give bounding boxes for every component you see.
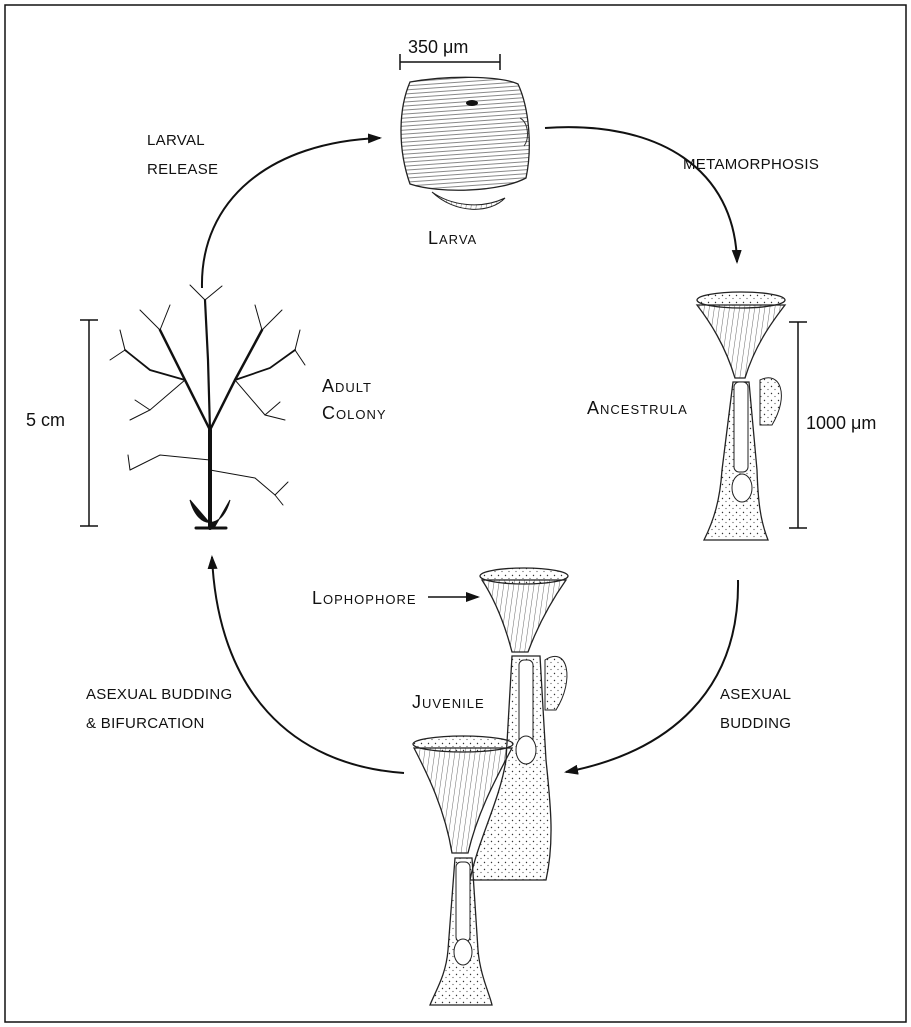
larva-illustration <box>401 77 529 209</box>
label-juvenile: Juvenile <box>412 689 485 715</box>
juvenile-illustration <box>413 568 568 1005</box>
label-asexual-budding-bifurcation-2: & BIFURCATION <box>86 711 205 737</box>
label-asexual-budding-bifurcation-1: ASEXUAL BUDDING <box>86 682 232 708</box>
label-larva: Larva <box>428 225 477 251</box>
label-lophophore: Lophophore <box>312 585 417 611</box>
label-asexual-budding-2: BUDDING <box>720 711 791 737</box>
arrow-metamorphosis <box>545 127 737 262</box>
adult-colony-illustration <box>110 285 305 528</box>
scale-bar-ancestrula <box>789 322 807 528</box>
arrow-larval-release <box>202 138 380 288</box>
label-adult-colony-2: Colony <box>322 400 387 426</box>
label-metamorphosis: METAMORPHOSIS <box>683 152 819 178</box>
scale-label-ancestrula: 1000 μm <box>806 410 876 436</box>
arrow-asexual-budding <box>566 580 738 772</box>
ancestrula-illustration <box>697 292 785 540</box>
scale-label-colony: 5 cm <box>26 407 65 433</box>
scale-bar-colony <box>80 320 98 526</box>
label-ancestrula: Ancestrula <box>587 395 688 421</box>
label-larval-release-1: LARVAL <box>147 128 205 154</box>
scale-label-larva: 350 μm <box>408 34 468 60</box>
label-larval-release-2: RELEASE <box>147 157 218 183</box>
label-adult-colony-1: Adult <box>322 373 372 399</box>
label-asexual-budding-1: ASEXUAL <box>720 682 791 708</box>
